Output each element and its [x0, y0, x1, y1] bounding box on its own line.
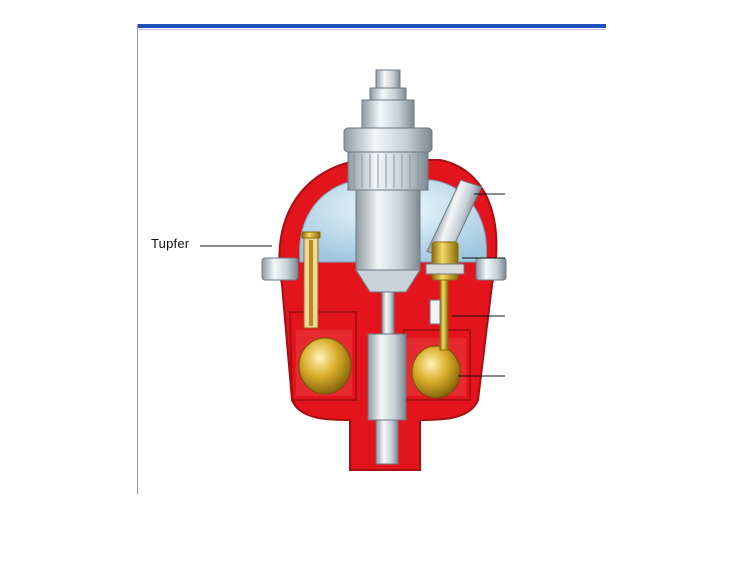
window-left-border: [137, 24, 138, 494]
tickler-plunger: [301, 231, 321, 329]
right-float: [411, 345, 461, 399]
fuel-inlet-assembly: [425, 179, 483, 351]
window-top-border-thin: [138, 29, 606, 30]
center-shaft: [343, 69, 433, 465]
leader-lines: [200, 193, 505, 377]
tupfer-label: Tupfer: [151, 236, 190, 251]
left-float: [298, 337, 352, 395]
window-top-border: [138, 24, 606, 28]
side-pipes: [261, 257, 507, 281]
